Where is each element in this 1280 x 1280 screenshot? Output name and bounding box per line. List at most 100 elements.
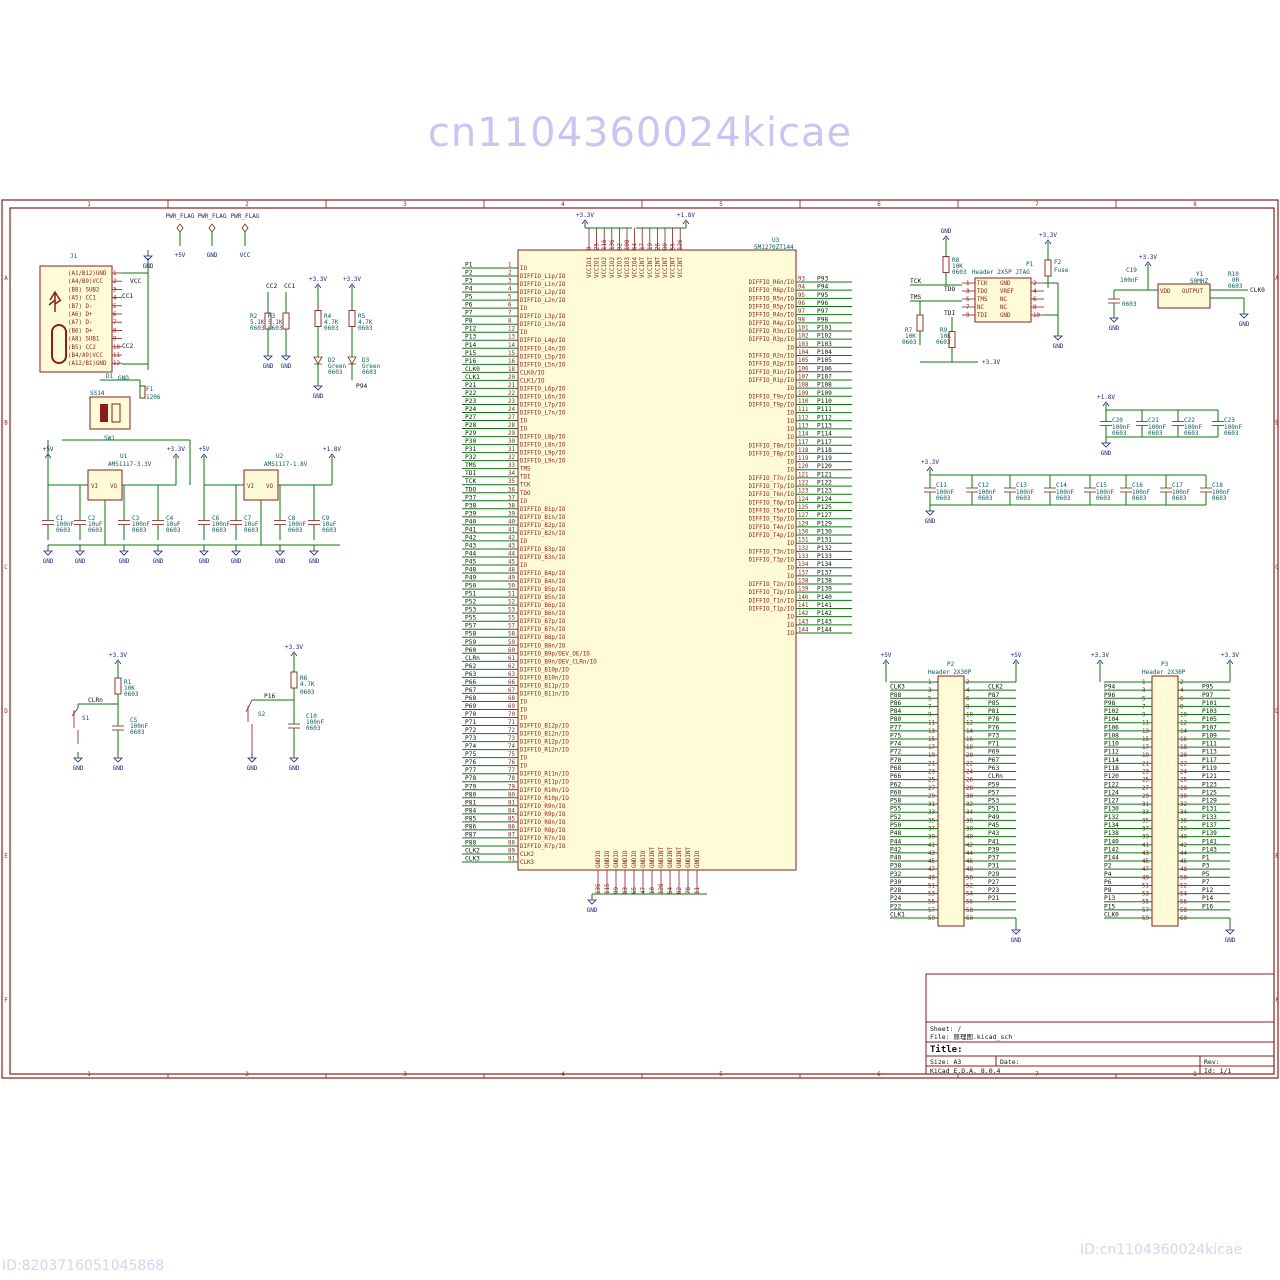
dec-cap-pkg: 0603: [1056, 495, 1071, 502]
pwr-flag-icon: [241, 223, 249, 233]
c5-pkg: 0603: [130, 729, 145, 736]
header-right-net: P111: [1202, 741, 1217, 748]
cpld-left-net: P8: [465, 318, 473, 325]
cpld-bottom-pinnum: 10: [650, 887, 656, 894]
ground-icon: [289, 757, 299, 763]
jtag-left-pin: TDI: [977, 313, 987, 319]
cpld-left-pinname: DIFFIO_B5n/IO: [520, 595, 566, 601]
border-row-label: B: [4, 421, 8, 427]
cpld-left-pinnum: 38: [508, 503, 515, 509]
power-arrow-icon: [114, 659, 122, 665]
header-left-num: 9: [1142, 713, 1146, 719]
cpld-left-pinnum: 35: [508, 479, 515, 485]
ground-icon: [587, 899, 597, 905]
header-right-num: 60: [966, 916, 973, 922]
cap-pkg: 0603: [288, 527, 303, 534]
j1-pin-name: (B5) CC2: [68, 345, 96, 351]
header-right-num: 36: [1180, 818, 1187, 824]
header-left-net: P58: [890, 798, 901, 805]
cpld-right-pinnum: 107: [798, 374, 809, 380]
cap-ref: C2: [88, 515, 96, 522]
border-row-label: F: [1275, 998, 1279, 1004]
d1-value: SS14: [90, 390, 105, 397]
gnd-label: GND: [199, 558, 210, 565]
power-arrow-icon: [328, 453, 336, 459]
header-left-net: P140: [1104, 838, 1119, 845]
cpld-left-pinnum: 42: [508, 535, 515, 541]
header-right-num: 8: [966, 704, 970, 710]
f2-body: [1044, 259, 1052, 277]
cap-ref: C9: [322, 515, 330, 522]
jtag-pwr-label: +3.3V: [982, 359, 1000, 366]
jtag-net-tdi: TDI: [944, 310, 955, 317]
header-ref: P2: [947, 661, 955, 668]
cpld-left-pinnum: 14: [508, 343, 515, 349]
header-left-num: 35: [928, 818, 935, 824]
cpld-right-net: P97: [817, 308, 828, 315]
watermark-bottom-right: ID:cn1104360024kicae: [1080, 1242, 1243, 1258]
header-left-net: P70: [890, 757, 901, 764]
cpld-right-net: P103: [817, 341, 832, 348]
ground-icon: [313, 385, 323, 391]
header-left-net: P130: [1104, 806, 1119, 813]
pwr-flag-net: GND: [207, 252, 218, 259]
cpld-left-net: P52: [465, 599, 476, 606]
cpld-left-pinname: DIFFIO_R10n/IO: [520, 788, 569, 794]
cpld-left-net: P84: [465, 807, 476, 814]
cpld-left-pinname: DIFFIO_L5p/IO: [520, 354, 566, 360]
header-right-net: P71: [988, 741, 999, 748]
cpld-left-pinnum: 55: [508, 616, 515, 622]
cpld-left-net: P72: [465, 727, 476, 734]
cpld-left-pinnum: 20: [508, 375, 515, 381]
cpld-left-pinnum: 1: [508, 263, 512, 269]
cpld-left-net: TDI: [465, 470, 476, 477]
cpld-left-pinnum: 71: [508, 720, 515, 726]
header-left-net: P62: [890, 781, 901, 788]
header-left-num: 31: [1142, 802, 1149, 808]
cap-pkg: 0603: [322, 527, 337, 534]
cpld-right-pinnum: 93: [798, 277, 805, 283]
j1-ref: J1: [70, 253, 78, 260]
ground-icon: [281, 355, 291, 361]
header-left-num: 15: [928, 737, 935, 743]
power-label: +3.3V: [109, 652, 127, 659]
power-label: +5V: [1011, 652, 1022, 659]
cpld-left-net: P70: [465, 711, 476, 718]
ground-icon: [1225, 929, 1235, 935]
cpld-bottom-pinname: GNDIO: [596, 850, 602, 868]
header-right-net: P43: [988, 830, 999, 837]
tb-title: Title:: [930, 1044, 963, 1055]
cpld-right-pinnum: 142: [798, 611, 808, 617]
cpld-right-pinname: DIFFIO_R2p/IO: [749, 362, 795, 368]
cpld-left-pinname: DIFFIO_L2p/IO: [520, 290, 566, 296]
header-right-net: P125: [1202, 789, 1217, 796]
ground-icon: [73, 757, 83, 763]
j1-pin-name: (B7) D-: [68, 304, 92, 310]
s1-ref: S1: [82, 715, 90, 722]
ground-icon: [309, 550, 319, 556]
j1-pin-number: 11: [113, 353, 120, 359]
cpld-left-pinnum: 2: [508, 271, 512, 277]
tb-date: Date:: [1000, 1058, 1020, 1066]
cpld-right-net: P125: [817, 504, 832, 511]
cpld-left-pinname: IO: [520, 699, 527, 705]
gnd-label: GND: [43, 558, 54, 565]
cpld-right-pinname: DIFFIO_T8n/IO: [749, 443, 795, 449]
header-left-net: P50: [890, 822, 901, 829]
header-right-net: P141: [1202, 838, 1217, 845]
border-row-label: D: [4, 709, 8, 715]
cpld-left-net: P42: [465, 534, 476, 541]
r1-pkg: 0603: [124, 691, 139, 698]
header-left-net: P55: [890, 806, 901, 813]
cpld-left-pinname: DIFFIO_L7p/IO: [520, 402, 566, 408]
cpld-left-pinname: DIFFIO_R11n/IO: [520, 772, 569, 778]
header-right-num: 40: [966, 835, 973, 841]
header-right-net: CLK2: [988, 684, 1003, 691]
gnd-label: GND: [1011, 937, 1022, 944]
c19-ref: C19: [1126, 267, 1137, 274]
power-label: +3.3V: [921, 459, 939, 466]
cpld-right-pinnum: 118: [798, 448, 809, 454]
cpld-right-net: P141: [817, 602, 832, 609]
jtag-net-tdo: TDO: [944, 286, 955, 293]
jtag-right-num: 8: [1033, 305, 1037, 311]
